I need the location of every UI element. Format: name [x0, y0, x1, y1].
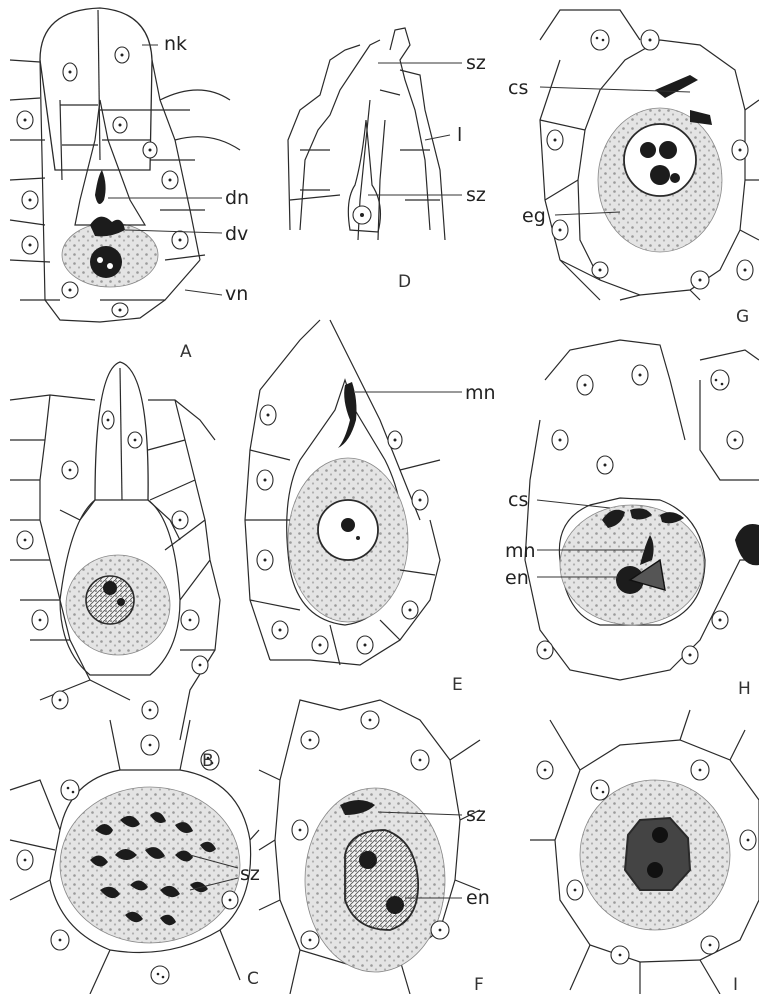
panel-H-drawing — [525, 340, 759, 680]
label-cs-h: cs — [508, 489, 528, 511]
panel-E-drawing — [245, 320, 462, 665]
panel-F-drawing — [259, 700, 480, 994]
label-mn-h: mn — [505, 540, 536, 562]
label-cs-g: cs — [508, 77, 528, 99]
label-mn-e: mn — [465, 382, 496, 404]
panel-A-drawing — [10, 8, 240, 322]
label-l: l — [457, 124, 462, 146]
panel-label-B: B — [202, 751, 214, 771]
panel-label-E: E — [452, 675, 463, 695]
label-sz-f: sz — [466, 804, 486, 826]
label-vn: vn — [225, 283, 248, 305]
label-dn: dn — [225, 187, 249, 209]
label-sz-d2: sz — [466, 184, 486, 206]
label-en-h: en — [505, 567, 529, 589]
label-sz-c: sz — [240, 863, 260, 885]
label-sz-d1: sz — [466, 52, 486, 74]
panel-I-drawing — [530, 710, 759, 994]
panel-G-drawing — [540, 10, 759, 300]
label-en-f: en — [466, 887, 490, 909]
panel-B-drawing — [10, 362, 220, 740]
panel-label-F: F — [474, 975, 484, 994]
panel-label-A: A — [180, 342, 192, 362]
panel-label-I: I — [733, 975, 738, 994]
panel-label-H: H — [738, 679, 751, 699]
panel-label-G: G — [736, 307, 749, 327]
panel-label-D: D — [398, 272, 411, 292]
label-dv: dv — [225, 223, 248, 245]
panel-C-drawing — [10, 720, 259, 994]
label-eg: eg — [522, 205, 546, 227]
label-nk: nk — [164, 33, 187, 55]
panel-D-drawing — [288, 28, 462, 240]
panel-label-C: C — [247, 969, 259, 989]
